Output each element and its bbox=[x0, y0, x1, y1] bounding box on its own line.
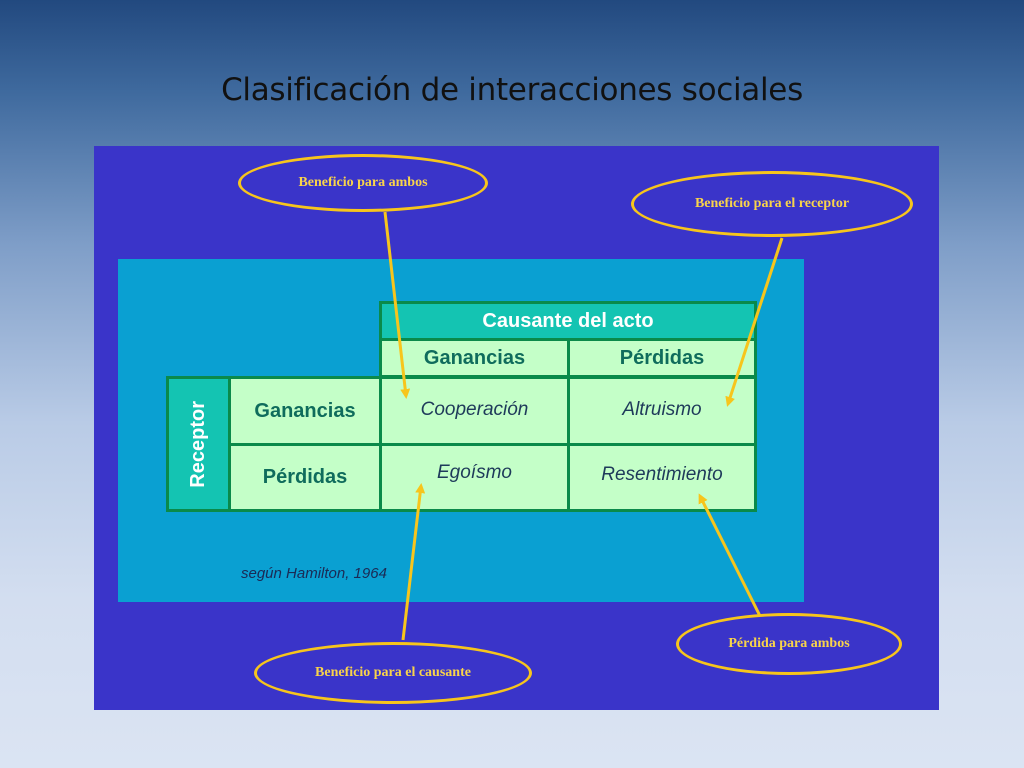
cell-altruism: Altruismo bbox=[567, 376, 757, 446]
interaction-diagram: Causante del acto Ganancias Pérdidas Rec… bbox=[94, 146, 939, 710]
source-note: según Hamilton, 1964 bbox=[241, 565, 387, 582]
arrow-actor-benefit bbox=[401, 483, 426, 641]
arrow-mutual-loss bbox=[698, 493, 762, 617]
col-header-losses-label: Pérdidas bbox=[619, 346, 705, 369]
cell-spite: Resentimiento bbox=[567, 443, 757, 512]
cell-selfishness: Egoísmo bbox=[379, 443, 570, 512]
row-header-losses: Pérdidas bbox=[228, 443, 382, 512]
callout-mutual-benefit: Beneficio para ambos bbox=[238, 154, 488, 212]
row-header-losses-label: Pérdidas bbox=[262, 466, 348, 488]
slide-title: Clasificación de interacciones sociales bbox=[221, 72, 803, 108]
actor-header-cell: Causante del acto bbox=[379, 301, 757, 341]
row-header-gains-label: Ganancias bbox=[254, 399, 356, 422]
callout-arrows bbox=[383, 211, 784, 641]
cell-spite-label: Resentimiento bbox=[601, 464, 723, 485]
cell-altruism-label: Altruismo bbox=[622, 399, 702, 420]
cell-cooperation-label: Cooperación bbox=[420, 399, 529, 420]
callout-receiver-benefit: Beneficio para el receptor bbox=[631, 171, 913, 237]
arrow-receiver-benefit bbox=[725, 237, 784, 407]
col-header-gains-label: Ganancias bbox=[423, 346, 526, 369]
callout-mutual-loss: Pérdida para ambos bbox=[676, 613, 902, 675]
actor-header-label: Causante del acto bbox=[482, 309, 654, 332]
arrow-mutual-benefit bbox=[383, 211, 411, 399]
callout-actor-benefit: Beneficio para el causante bbox=[254, 642, 532, 704]
cell-selfishness-label: Egoísmo bbox=[437, 462, 512, 483]
